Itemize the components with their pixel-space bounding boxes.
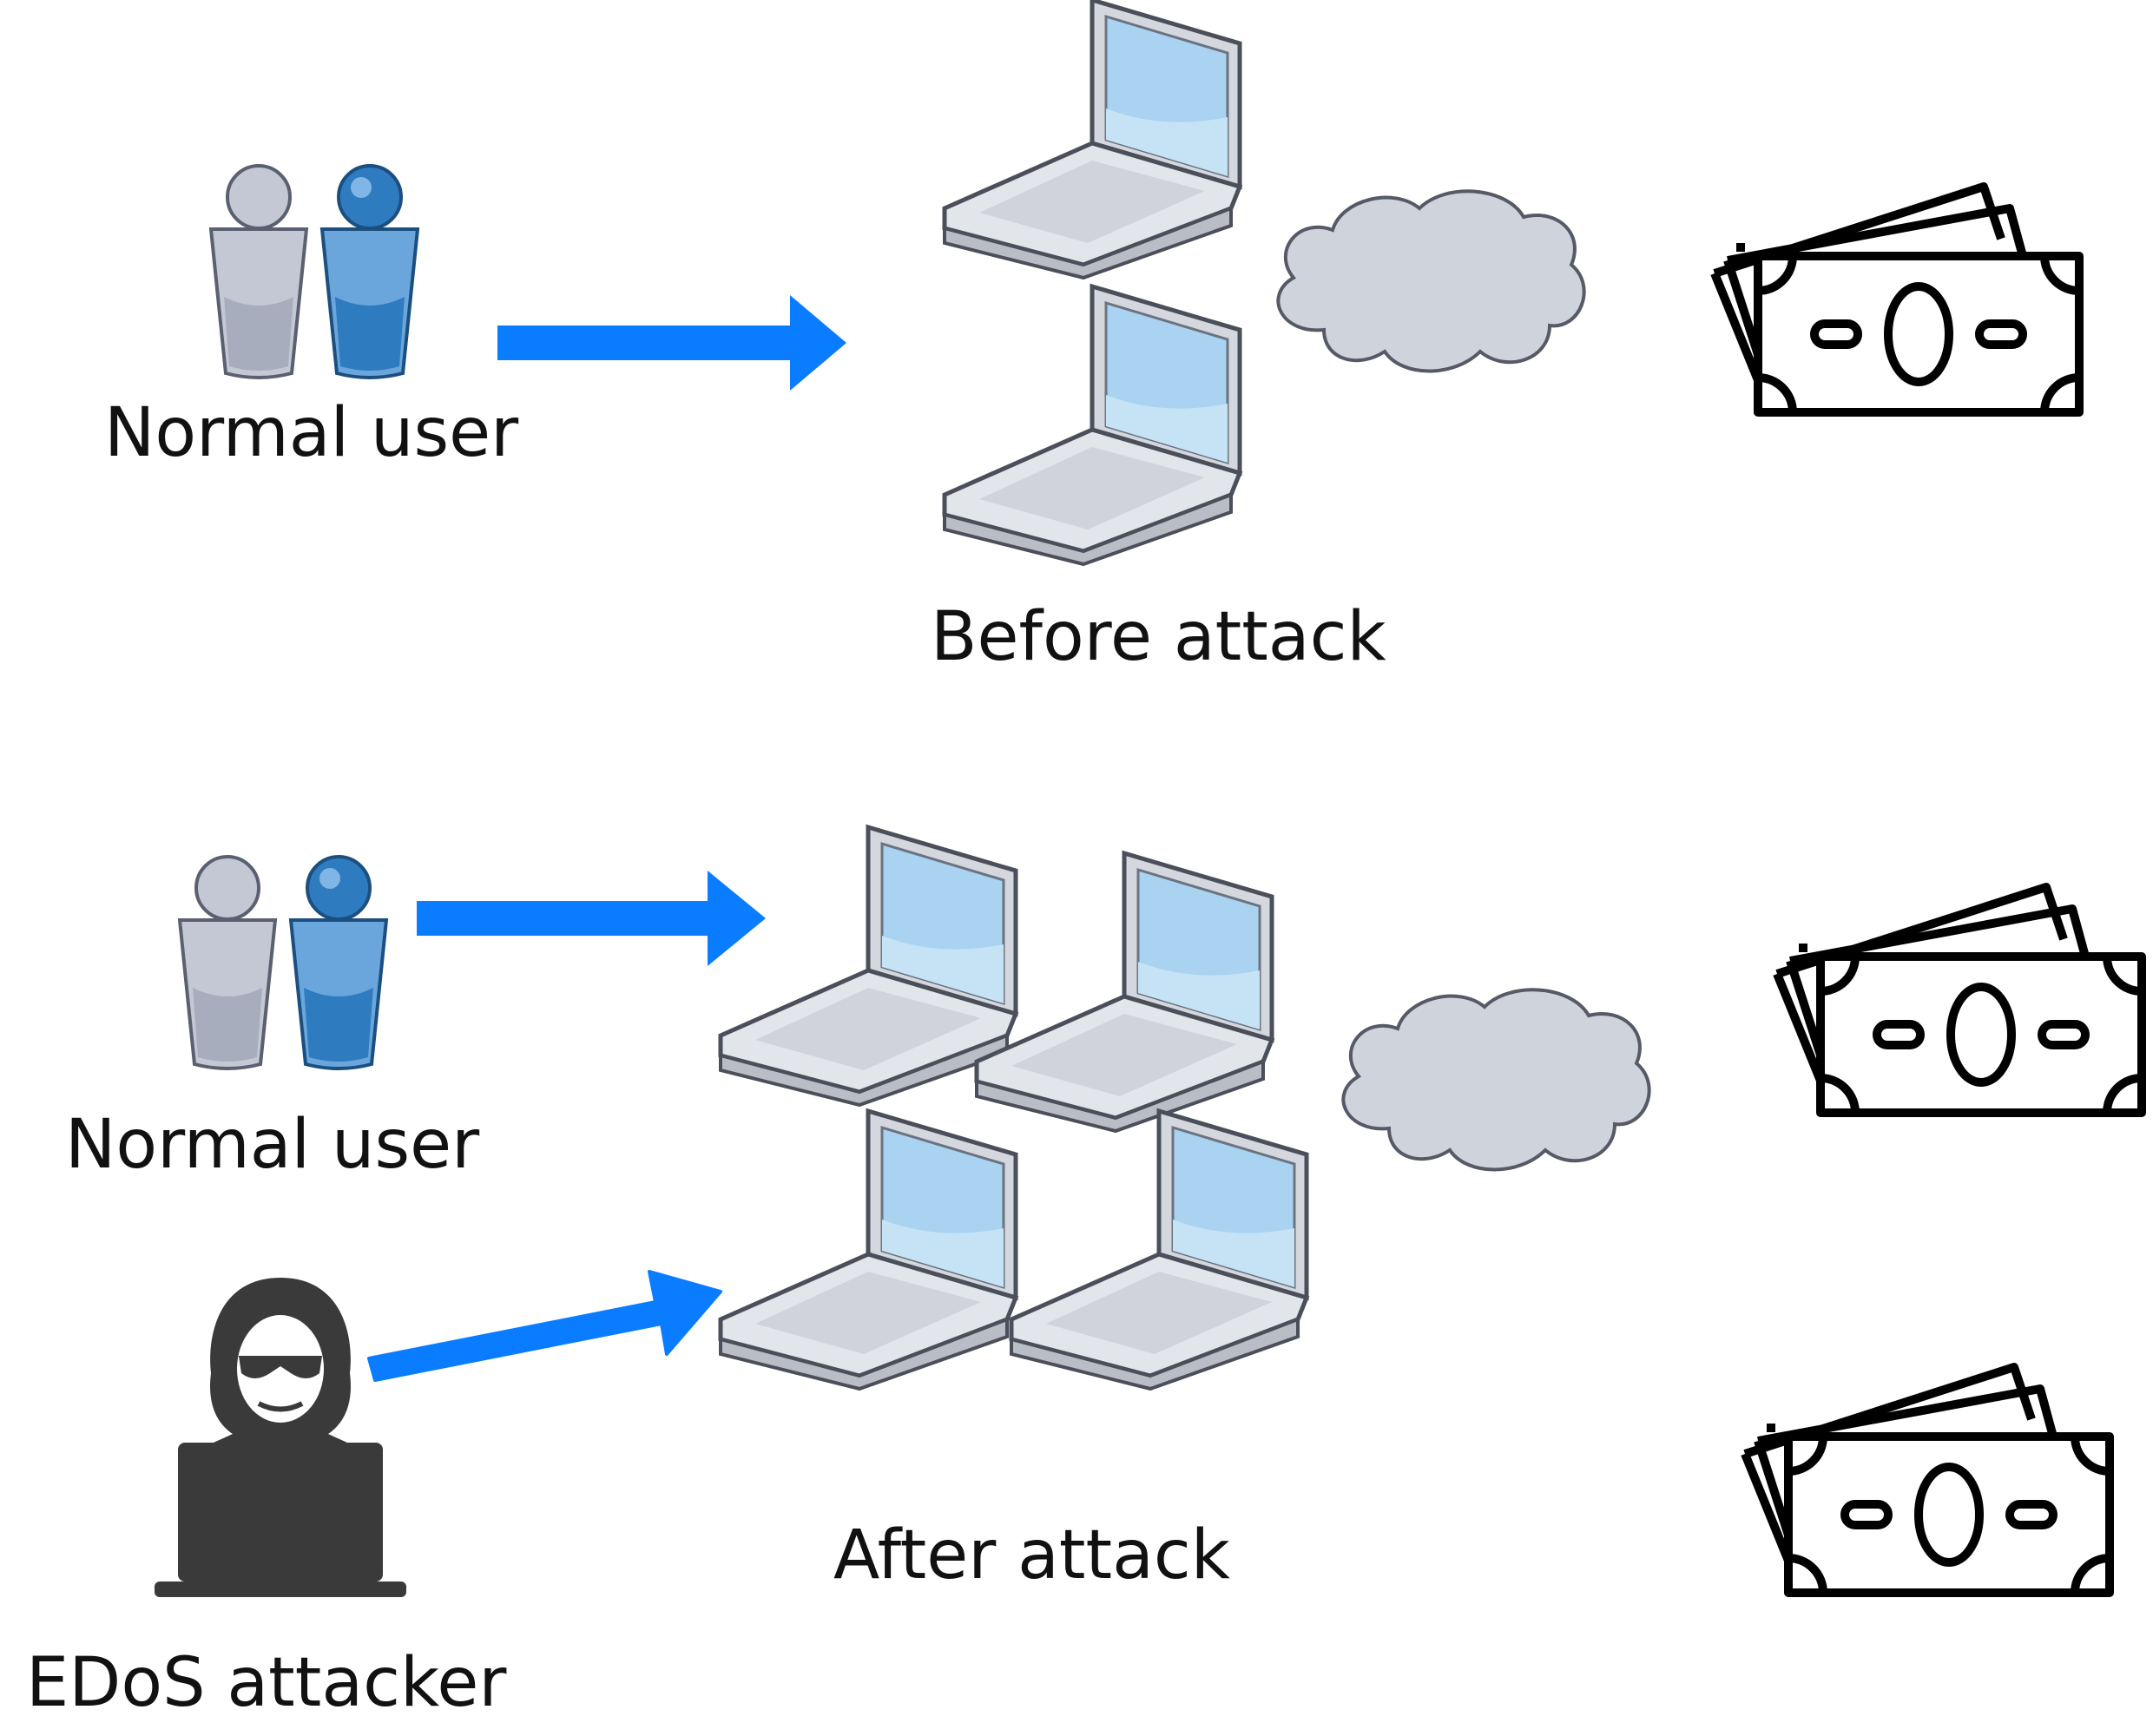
- normal-user-label-bottom: Normal user: [65, 1106, 480, 1184]
- users-icon: [178, 855, 388, 1070]
- hacker-icon: [155, 1278, 406, 1597]
- cloud-icon: [1341, 988, 1651, 1172]
- money-icon: [1715, 187, 2079, 412]
- laptop-icon: [1011, 1111, 1307, 1389]
- users-icon: [209, 164, 419, 379]
- money-icon: [1745, 1367, 2110, 1593]
- normal-user-label-top: Normal user: [104, 394, 519, 472]
- arrow-icon: [417, 871, 766, 966]
- money-icon: [1777, 887, 2142, 1113]
- laptop-icon: [977, 853, 1272, 1131]
- laptop-icon: [721, 1111, 1016, 1389]
- after-attack-label: After attack: [833, 1516, 1230, 1595]
- edos-attacker-label: EDoS attacker: [26, 1644, 507, 1722]
- arrow-icon: [367, 1270, 722, 1382]
- cloud-icon: [1276, 189, 1586, 373]
- laptop-icon: [945, 0, 1240, 278]
- arrow-icon: [497, 295, 846, 391]
- before-attack-label: Before attack: [931, 598, 1386, 676]
- laptop-icon: [721, 827, 1016, 1105]
- laptop-icon: [945, 286, 1240, 564]
